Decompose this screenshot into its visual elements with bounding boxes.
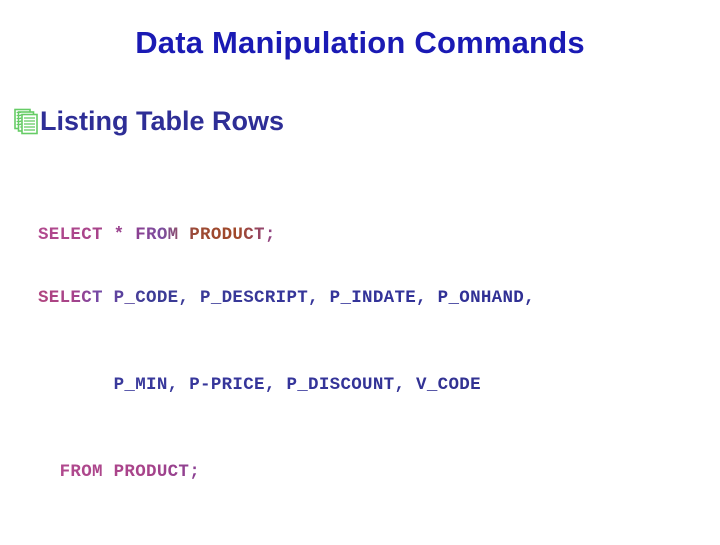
sql-code-block-2: SELECT P_CODE, P_DESCRIPT, P_INDATE, P_O… [38, 226, 535, 545]
sql-line: P_MIN, P-PRICE, P_DISCOUNT, V_CODE [38, 371, 535, 400]
bullet-heading: Listing Table Rows [14, 106, 284, 136]
page-title: Data Manipulation Commands [135, 25, 585, 60]
sql-line: SELECT P_CODE, P_DESCRIPT, P_INDATE, P_O… [38, 284, 535, 313]
stacked-documents-icon [14, 107, 40, 137]
sql-code-block-1: SELECT * FROM PRODUCT; [38, 163, 276, 308]
sql-line: FROM PRODUCT; [38, 458, 535, 487]
sql-line: SELECT * FROM PRODUCT; [38, 221, 276, 250]
bullet-heading-label: Listing Table Rows [40, 106, 285, 136]
